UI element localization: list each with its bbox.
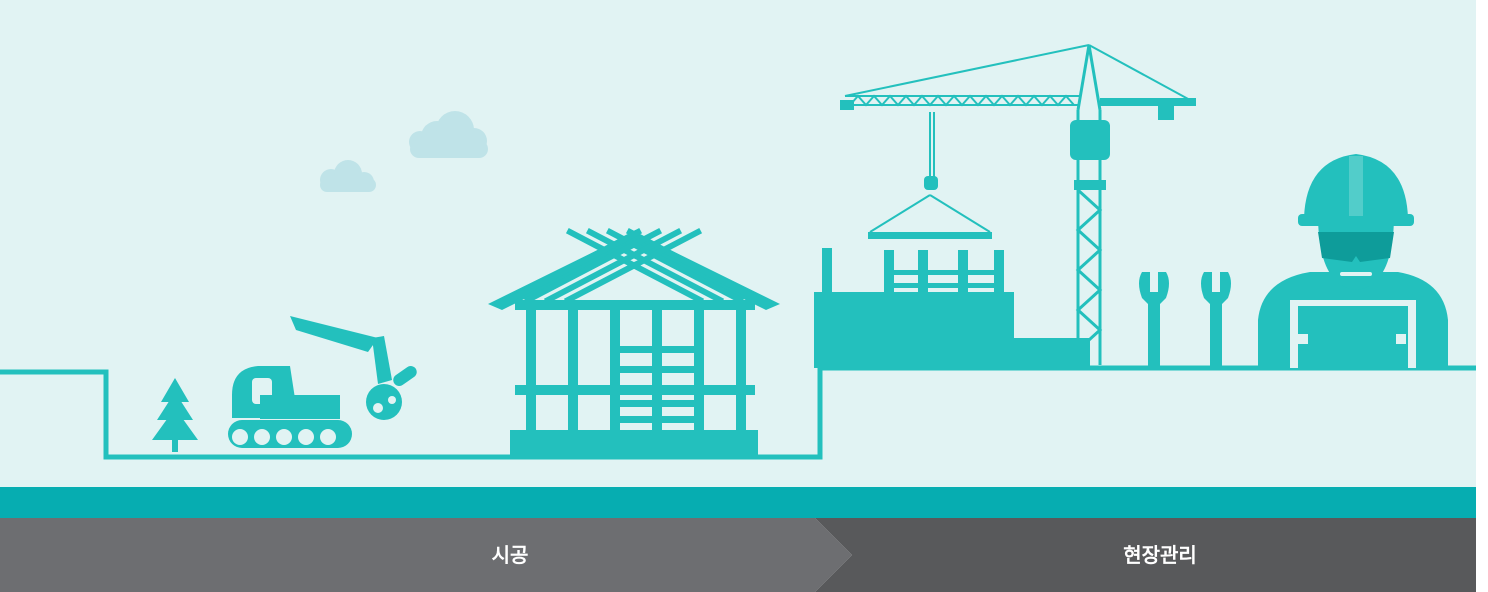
worker-icon — [1258, 154, 1448, 368]
wrench-icon — [1139, 272, 1169, 366]
tower-crane-icon — [814, 44, 1196, 368]
cloud-icon — [409, 111, 488, 158]
cloud-icon — [320, 160, 376, 192]
step-arrow-1 — [0, 518, 852, 592]
scene-illustration — [0, 44, 1476, 460]
step-label-construction: 시공 — [491, 543, 529, 567]
step-arrow-2 — [815, 518, 1476, 592]
teal-band — [0, 487, 1476, 518]
construction-scene — [0, 0, 1476, 487]
step-arrows — [0, 518, 1476, 592]
tree-icon — [152, 378, 198, 452]
excavator-icon — [228, 316, 417, 448]
step-label-site-management: 현장관리 — [1123, 543, 1197, 567]
process-steps — [0, 518, 1476, 592]
wrench-icon — [1201, 272, 1231, 366]
house-frame-icon — [488, 227, 780, 455]
